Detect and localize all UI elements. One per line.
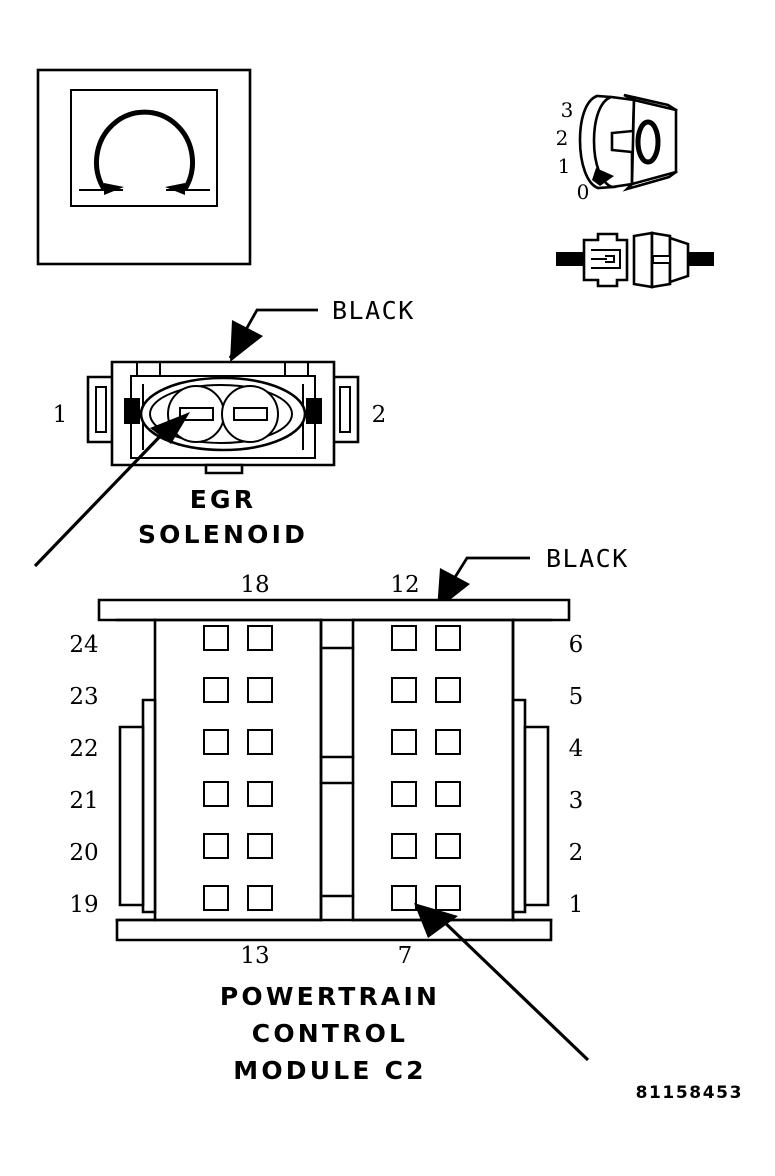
meter-range-selector[interactable]: 3 2 1 0 (556, 93, 678, 204)
pcm-right-pin-3: 3 (569, 788, 584, 814)
pcm-right-cavities (391, 625, 461, 911)
pcm-top-right-label: 12 (390, 572, 419, 598)
egr-pin-2-label: 2 (372, 402, 387, 428)
pcm-top-left-label: 18 (240, 572, 269, 598)
pcm-left-pin-19: 19 (69, 892, 98, 918)
pcm-wire-color-label: BLACK (546, 544, 629, 573)
egr-solenoid-connector: 1 2 (53, 360, 387, 475)
pcm-title-line2: CONTROL (252, 1019, 408, 1048)
pcm-left-pin-23: 23 (69, 684, 98, 710)
pcm-title-line1: POWERTRAIN (220, 982, 440, 1011)
pcm-right-pin-1: 1 (569, 892, 584, 918)
pcm-left-pin-22: 22 (69, 736, 98, 762)
pcm-right-pin-5: 5 (569, 684, 584, 710)
inline-connector-pair (556, 231, 714, 289)
part-number: 81158453 (636, 1083, 743, 1103)
switch-position-2: 2 (556, 126, 569, 150)
switch-position-3: 3 (561, 98, 574, 122)
egr-black-callout: BLACK (228, 296, 415, 362)
pcm-left-pin-20: 20 (69, 840, 98, 866)
egr-pin-1-label: 1 (53, 402, 68, 428)
pcm-right-pin-2: 2 (569, 840, 584, 866)
ohm-symbol-box (36, 68, 252, 266)
pcm-right-pin-4: 4 (569, 736, 584, 762)
pcm-title-line3: MODULE C2 (233, 1056, 426, 1085)
pcm-bottom-right-label: 7 (398, 943, 413, 969)
egr-solenoid-title-line1: EGR (190, 485, 256, 514)
switch-position-1: 1 (558, 154, 571, 178)
pcm-left-cavities (203, 625, 273, 911)
pcm-pin7-callout (414, 903, 590, 1062)
pcm-right-pin-6: 6 (569, 632, 584, 658)
pcm-c2-connector: 18 12 13 7 24 23 22 21 20 19 6 5 4 3 2 1 (69, 572, 583, 969)
omega-icon (79, 109, 210, 195)
pcm-left-pin-24: 24 (69, 632, 98, 658)
pcm-bottom-left-label: 13 (240, 943, 269, 969)
switch-position-0: 0 (577, 180, 590, 204)
egr-wire-color-label: BLACK (332, 296, 415, 325)
egr-solenoid-title-line2: SOLENOID (138, 520, 308, 549)
egr-pin1-callout (33, 412, 190, 568)
pcm-left-pin-21: 21 (69, 788, 98, 814)
